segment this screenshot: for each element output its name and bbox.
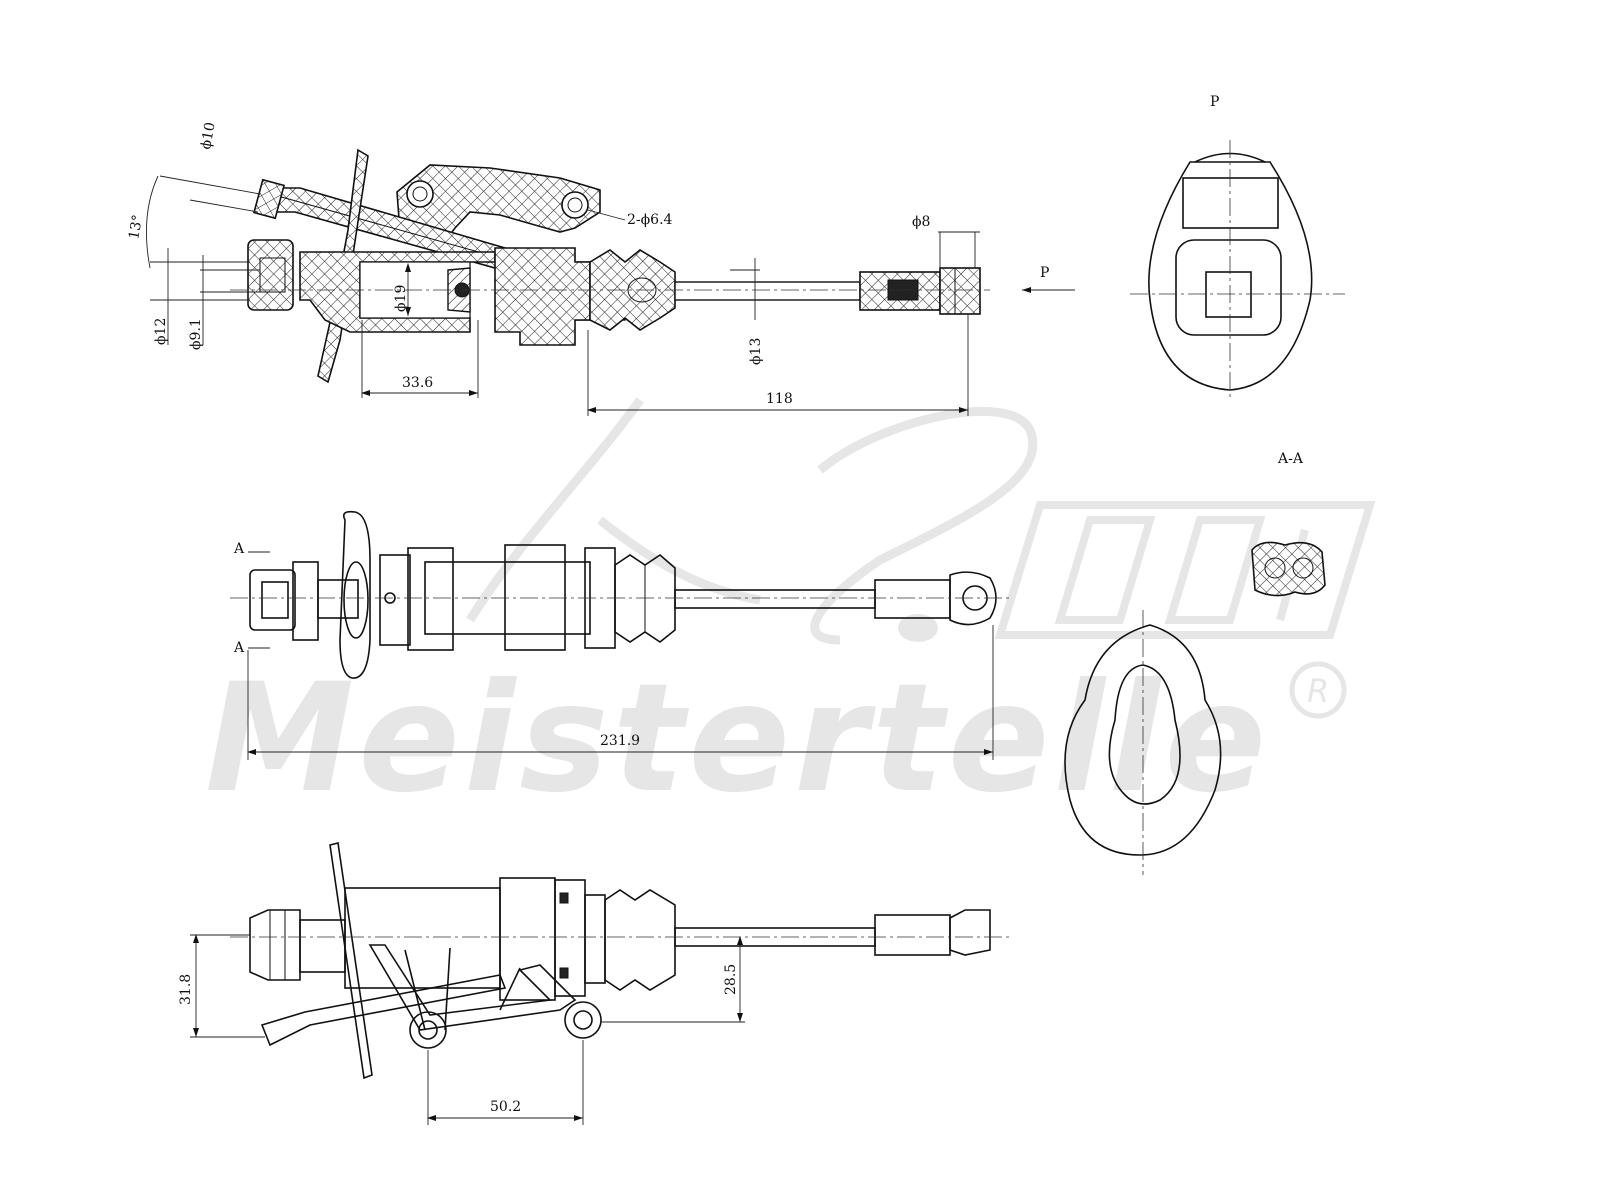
- bot-pivot-left: [409, 1011, 447, 1049]
- push-rod: [674, 281, 861, 301]
- dim-angle-13: 13°: [126, 213, 146, 240]
- view-p: P: [1130, 94, 1345, 400]
- dim-dia-13: ϕ13: [748, 338, 764, 365]
- section-aa-label: A-A: [1277, 451, 1304, 467]
- bot-lever: [368, 944, 577, 1031]
- dim-holes: 2-ϕ6.4: [627, 212, 673, 228]
- bot-connector: [249, 909, 301, 981]
- keyhole-inner: [1108, 664, 1181, 805]
- bot-tube: [260, 974, 507, 1047]
- dim-dia-10: ϕ10: [198, 121, 219, 151]
- bot-body: [344, 887, 501, 989]
- mid-rod: [674, 589, 876, 609]
- rear-housing: [494, 247, 591, 346]
- bot-bellows: [604, 889, 676, 991]
- dim-dia-19: ϕ19: [393, 285, 409, 312]
- lever-hole-right: [561, 191, 589, 219]
- bot-rod-end: [874, 914, 951, 956]
- section-mark-top: A: [233, 541, 245, 557]
- view-p-label: P: [1210, 94, 1219, 110]
- dim-len-28-5: 28.5: [723, 964, 739, 995]
- dim-dia-8: ϕ8: [912, 214, 930, 230]
- bot-flange: [329, 842, 373, 1080]
- section-aa: A-A: [1064, 451, 1326, 875]
- watermark-dot: [898, 614, 938, 642]
- rod-eye: [939, 267, 981, 315]
- dim-len-118: 118: [766, 391, 793, 407]
- top-section-view: P ϕ10 13° 2-ϕ6.4 ϕ8 ϕ19 ϕ12 ϕ9.1 ϕ13: [126, 121, 1075, 416]
- mid-flange: [339, 510, 371, 679]
- dim-len-33-6: 33.6: [402, 375, 433, 391]
- dim-len-50-2: 50.2: [490, 1099, 521, 1115]
- inlet-fitting: [247, 239, 294, 311]
- arrow-p-label: P: [1040, 265, 1049, 281]
- view-p-block: [1182, 177, 1279, 229]
- mid-rod-end: [874, 579, 951, 619]
- dim-dia-9-1: ϕ9.1: [188, 318, 204, 350]
- lever-hole-left: [406, 180, 434, 208]
- bottom-side-view: 31.8 28.5 50.2: [178, 842, 1010, 1125]
- rubber-boot: [589, 249, 676, 331]
- mid-body: [379, 554, 411, 646]
- watermark-monogram: [466, 397, 1038, 645]
- bot-pivot-right: [564, 1001, 602, 1039]
- dim-len-231-9: 231.9: [600, 733, 640, 749]
- registered-mark: [1289, 661, 1347, 719]
- watermark-stripes: [994, 501, 1376, 639]
- keyhole-outline: [1064, 624, 1222, 856]
- mid-inlet: [249, 569, 296, 631]
- dim-len-31-8: 31.8: [178, 974, 194, 1005]
- mid-bellows: [614, 553, 676, 643]
- registered-letter: R: [1307, 672, 1329, 710]
- section-aa-shape: [1251, 541, 1326, 597]
- section-mark-bottom: A: [233, 640, 245, 656]
- tube-end-cap: [252, 178, 286, 220]
- mid-rod-eye: [949, 571, 997, 626]
- middle-side-view: A A 231.9: [230, 510, 1010, 760]
- dim-dia-12: ϕ12: [153, 318, 169, 345]
